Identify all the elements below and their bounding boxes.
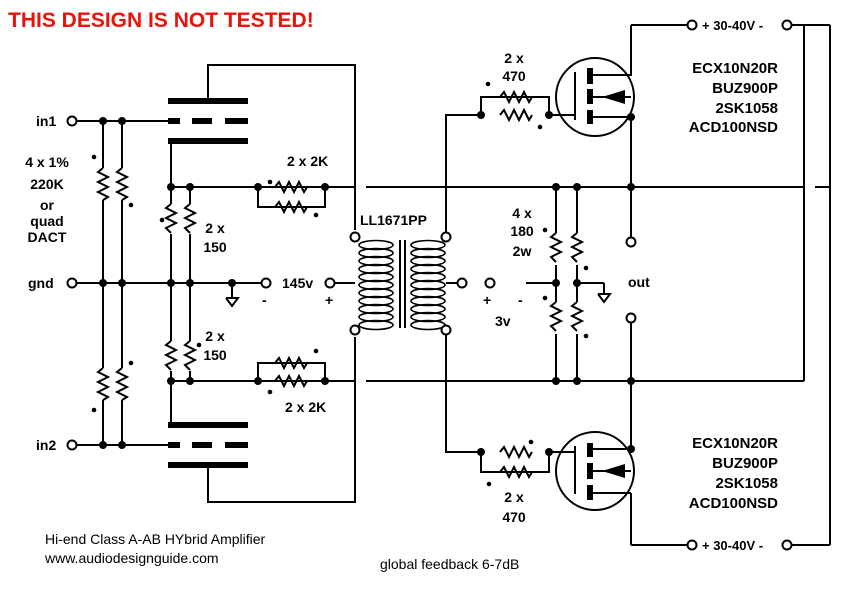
terminal-3v-neg bbox=[484, 277, 496, 289]
coil-turn bbox=[410, 287, 446, 299]
coil-turn bbox=[410, 319, 446, 331]
cathode-section bbox=[159, 141, 355, 425]
res-input-line1: 4 x 1% bbox=[25, 154, 69, 170]
res-180-line2: 180 bbox=[510, 223, 534, 239]
mosfet-bot-part2: BUZ900P bbox=[712, 455, 778, 472]
res-470-bottom bbox=[477, 439, 553, 487]
primary-winding bbox=[358, 239, 394, 331]
coil-turn bbox=[358, 247, 394, 259]
res-input-line5: DACT bbox=[28, 229, 67, 245]
triode-top bbox=[168, 64, 356, 230]
res-input-line3: or bbox=[40, 197, 55, 213]
out-terminal-bottom bbox=[625, 312, 637, 324]
in2-label: in2 bbox=[36, 437, 56, 453]
coil-turn bbox=[410, 263, 446, 275]
res-150-top-line1: 2 x bbox=[205, 220, 225, 236]
mosfet-bot-part1: ECX10N20R bbox=[692, 435, 778, 452]
polarity-plus-3v: + bbox=[483, 292, 491, 308]
terminal-3v-pos bbox=[456, 277, 468, 289]
res-470-bot-line1: 2 x bbox=[504, 489, 524, 505]
res-2k-top-label: 2 x 2K bbox=[287, 153, 328, 169]
supply-top: + 30-40V - bbox=[630, 18, 830, 72]
gnd-terminal bbox=[66, 277, 78, 289]
triode-bottom bbox=[168, 337, 356, 503]
res-180-line3: 2w bbox=[513, 243, 532, 259]
terminal-145v-pos bbox=[324, 277, 336, 289]
res-2k-bottom bbox=[254, 348, 329, 395]
res-470-top-line2: 470 bbox=[502, 68, 526, 84]
supply-top-label: + 30-40V - bbox=[702, 18, 763, 33]
transformer bbox=[349, 114, 496, 453]
input-resistors bbox=[95, 167, 130, 401]
in1-terminal bbox=[66, 115, 78, 127]
in2-terminal bbox=[66, 439, 78, 451]
coil-turn bbox=[358, 271, 394, 283]
footer-url: www.audiodesignguide.com bbox=[44, 550, 219, 566]
mosfet-top bbox=[549, 57, 635, 137]
mosfet-bot-part4: ACD100NSD bbox=[689, 495, 778, 512]
polarity-plus-145: + bbox=[325, 292, 333, 308]
coil-turn bbox=[410, 303, 446, 315]
transformer-label: LL1671PP bbox=[360, 212, 427, 228]
gnd-label: gnd bbox=[28, 275, 54, 291]
coil-turn bbox=[410, 295, 446, 307]
voltage-145v: 145v bbox=[282, 275, 313, 291]
footer-title: Hi-end Class A-AB HYbrid Amplifier bbox=[45, 531, 266, 547]
res-180-line1: 4 x bbox=[512, 205, 532, 221]
res-150-bot-line2: 150 bbox=[203, 347, 227, 363]
terminal-145v-neg bbox=[260, 277, 272, 289]
res-150-bot-line1: 2 x bbox=[205, 328, 225, 344]
coil-turn bbox=[410, 279, 446, 291]
res-180-block bbox=[526, 183, 612, 385]
coil-turn bbox=[358, 311, 394, 323]
res-470-top-line1: 2 x bbox=[504, 50, 524, 66]
coil-turn bbox=[358, 239, 394, 251]
res-2k-top bbox=[254, 179, 329, 218]
out-label: out bbox=[628, 274, 650, 290]
mosfet-top-part2: BUZ900P bbox=[712, 80, 778, 97]
supply-bottom-label: + 30-40V - bbox=[702, 538, 763, 553]
coil-turn bbox=[358, 319, 394, 331]
res-input-line2: 220K bbox=[30, 176, 63, 192]
in1-label: in1 bbox=[36, 113, 56, 129]
coil-turn bbox=[358, 279, 394, 291]
voltage-3v: 3v bbox=[495, 313, 511, 329]
mosfet-top-part1: ECX10N20R bbox=[692, 60, 778, 77]
coil-turn bbox=[358, 255, 394, 267]
text-labels: in1 gnd in2 4 x 1% 220K or quad DACT 2 x… bbox=[25, 50, 778, 572]
coil-turn bbox=[410, 255, 446, 267]
res-470-bot-line2: 470 bbox=[502, 509, 526, 525]
warning-title: THIS DESIGN IS NOT TESTED! bbox=[8, 9, 314, 32]
polarity-minus-145: - bbox=[262, 292, 267, 308]
res-2k-bot-label: 2 x 2K bbox=[285, 399, 326, 415]
coil-turn bbox=[358, 287, 394, 299]
out-terminal-top bbox=[625, 236, 637, 248]
mosfet-bot-part3: 2SK1058 bbox=[715, 475, 778, 492]
mosfet-bottom bbox=[549, 431, 635, 511]
polarity-minus-3v: - bbox=[518, 292, 523, 308]
supply-bottom: + 30-40V - bbox=[630, 500, 830, 553]
mosfet-top-part4: ACD100NSD bbox=[689, 119, 778, 136]
res-input-line4: quad bbox=[30, 213, 63, 229]
coil-turn bbox=[358, 263, 394, 275]
coil-turn bbox=[410, 271, 446, 283]
res-470-top bbox=[477, 81, 553, 130]
input-section bbox=[66, 115, 262, 451]
mosfet-top-part3: 2SK1058 bbox=[715, 100, 778, 117]
coil-turn bbox=[358, 303, 394, 315]
coil-turn bbox=[410, 247, 446, 259]
coil-turn bbox=[410, 239, 446, 251]
feedback-note: global feedback 6-7dB bbox=[380, 556, 519, 572]
secondary-winding bbox=[410, 239, 446, 331]
coil-turn bbox=[410, 311, 446, 323]
coil-turn bbox=[358, 295, 394, 307]
res-150-top-line2: 150 bbox=[203, 239, 227, 255]
output-rails bbox=[348, 25, 831, 545]
